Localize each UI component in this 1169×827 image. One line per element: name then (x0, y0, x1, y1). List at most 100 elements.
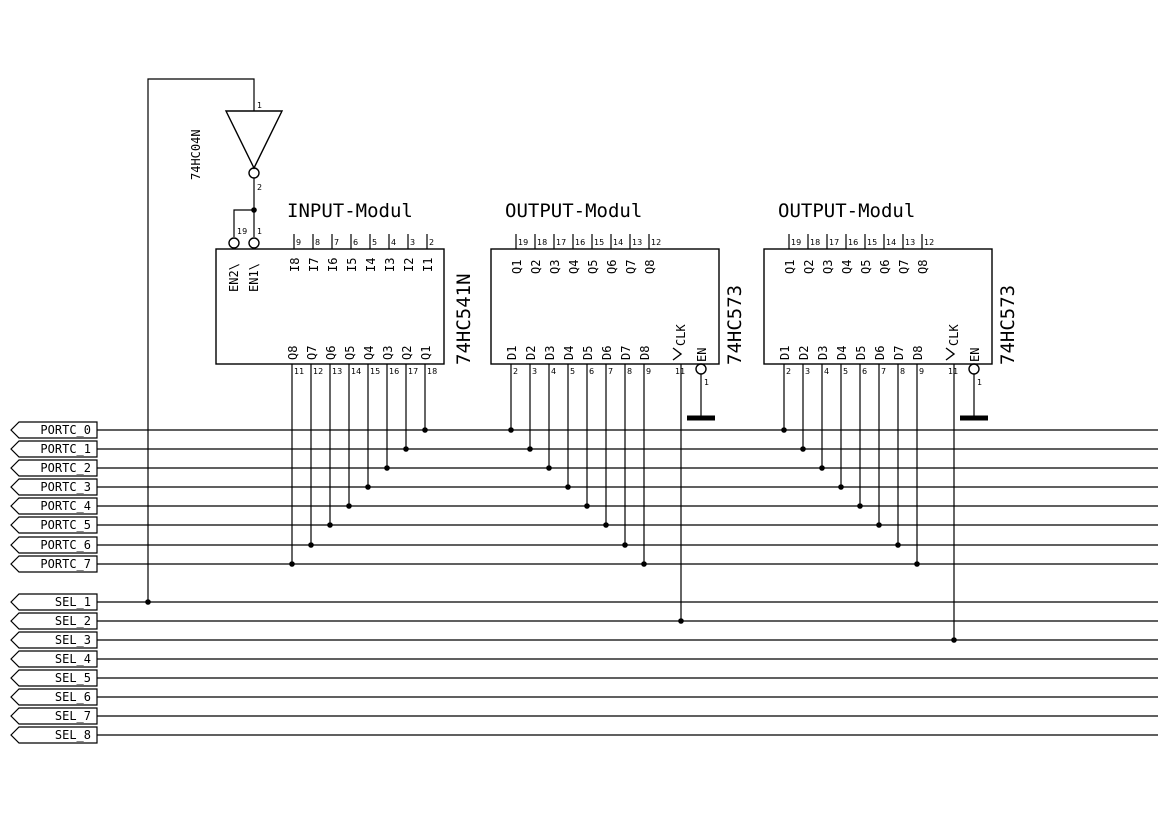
pin-number: 8 (627, 367, 632, 376)
inverter-part-label: 74HC04N (189, 129, 203, 180)
en-bubble (968, 363, 980, 375)
pin-number: 13 (632, 238, 642, 247)
pin-label: D1 (778, 346, 792, 360)
junction-dot (527, 446, 533, 452)
pin-number: 6 (589, 367, 594, 376)
pin-number: 7 (334, 238, 339, 247)
pin-label: D2 (524, 346, 538, 360)
pin-number: 9 (646, 367, 651, 376)
junction-dot (308, 542, 314, 548)
inverter-bubble (248, 167, 260, 179)
net-flag (10, 497, 98, 515)
pin-number: 11 (294, 367, 304, 376)
net-flag (10, 421, 98, 439)
pin-label: Q2 (400, 346, 414, 360)
pin-number: 3 (410, 238, 415, 247)
net-label: PORTC_0 (40, 423, 91, 437)
enable-bubble (228, 237, 240, 249)
sel1-to-inverter-wire (147, 78, 255, 602)
pin-label: Q3 (381, 346, 395, 360)
junction-dot (603, 522, 609, 528)
pin-label: Q5 (586, 260, 600, 274)
net-flag (10, 612, 98, 630)
net-flag (10, 726, 98, 744)
wires-layer (97, 78, 1158, 736)
net-label: SEL_5 (55, 671, 91, 685)
pin-number: 9 (296, 238, 301, 247)
pin-number: 18 (810, 238, 820, 247)
net-flag (10, 555, 98, 573)
pin-number: 19 (237, 227, 247, 236)
enable-bubble (248, 237, 260, 249)
en-bubble (695, 363, 707, 375)
pin-label: Q4 (567, 260, 581, 274)
pin-label: Q1 (510, 260, 524, 274)
clk-label: CLK (947, 324, 961, 346)
pin-number: 15 (594, 238, 604, 247)
pin-number: 1 (257, 227, 262, 236)
pin-number: 15 (370, 367, 380, 376)
junction-dot (546, 465, 552, 471)
pin-label: D1 (505, 346, 519, 360)
pin-label: D7 (892, 346, 906, 360)
junction-dot (781, 427, 787, 433)
pin-number: 17 (556, 238, 566, 247)
pin-label: I1 (421, 258, 435, 272)
pin-label: Q2 (529, 260, 543, 274)
pin-label: I6 (326, 258, 340, 272)
pin-label: D8 (638, 346, 652, 360)
enable-tie-wire (233, 209, 254, 237)
pin-label: I4 (364, 258, 378, 272)
net-label: PORTC_3 (40, 480, 91, 494)
net-flag (10, 516, 98, 534)
net-label: SEL_7 (55, 709, 91, 723)
net-flag (10, 669, 98, 687)
pin-label: I2 (402, 258, 416, 272)
pin-number: 2 (257, 183, 262, 192)
pin-number: 17 (408, 367, 418, 376)
net-label: PORTC_1 (40, 442, 91, 456)
pin-number: 4 (391, 238, 396, 247)
pin-number: 1 (977, 378, 982, 387)
pin-label: Q5 (343, 346, 357, 360)
input-module-part-label: 74HC541N (453, 273, 475, 365)
pin-number: 4 (824, 367, 829, 376)
pin-label: Q2 (802, 260, 816, 274)
pin-number: 14 (351, 367, 361, 376)
net-label: SEL_4 (55, 652, 91, 666)
pin-label: EN1\ (247, 263, 261, 292)
pin-number: 9 (919, 367, 924, 376)
pin-label: Q3 (821, 260, 835, 274)
pin-label: I3 (383, 258, 397, 272)
clk-label: CLK (674, 324, 688, 346)
output-module-title: OUTPUT-Modul (505, 200, 642, 222)
pin-number: 1 (704, 378, 709, 387)
pin-number: 5 (843, 367, 848, 376)
junction-dot (838, 484, 844, 490)
pin-label: Q8 (286, 346, 300, 360)
pin-number: 5 (570, 367, 575, 376)
pin-number: 2 (429, 238, 434, 247)
pin-number: 5 (372, 238, 377, 247)
pin-number: 6 (353, 238, 358, 247)
junction-dot (327, 522, 333, 528)
pin-label: Q8 (643, 260, 657, 274)
junction-dot (641, 561, 647, 567)
pin-label: Q1 (783, 260, 797, 274)
pin-label: D6 (873, 346, 887, 360)
inverter-triangle (224, 110, 284, 170)
pin-label: D7 (619, 346, 633, 360)
pin-number: 16 (848, 238, 858, 247)
pin-number: 14 (886, 238, 896, 247)
junction-dot (584, 503, 590, 509)
pin-label: D6 (600, 346, 614, 360)
junction-dot (895, 542, 901, 548)
pin-number: 15 (867, 238, 877, 247)
net-label: SEL_2 (55, 614, 91, 628)
en-label: EN (968, 348, 982, 362)
net-flag (10, 593, 98, 611)
en-label: EN (695, 348, 709, 362)
net-flag (10, 688, 98, 706)
pin-number: 7 (881, 367, 886, 376)
